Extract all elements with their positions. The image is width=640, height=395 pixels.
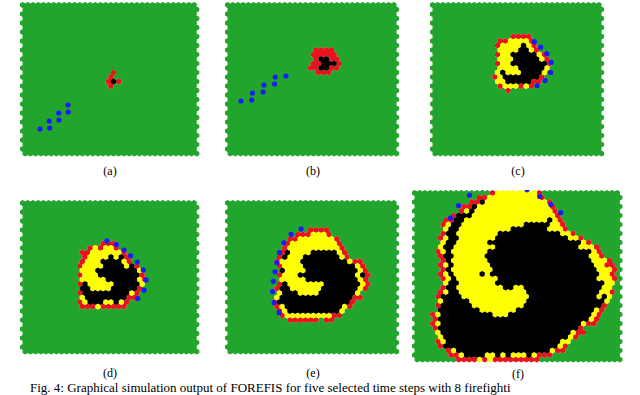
simulation-grid — [20, 2, 200, 158]
firefighter-dot — [544, 51, 549, 56]
simulation-grid — [412, 190, 624, 367]
grid-cells — [435, 190, 614, 363]
firefighter-dot — [104, 238, 109, 243]
firefighter-dot — [277, 250, 282, 255]
firefighter-dot — [538, 45, 543, 50]
firefighter-dot — [271, 279, 276, 284]
firefighter-dot — [121, 248, 126, 253]
firefighter-dot — [128, 253, 133, 258]
firefighter-dot — [289, 232, 294, 237]
panel-label: (a) — [103, 164, 116, 179]
firefighter-dot — [37, 126, 42, 131]
firefighter-dot — [56, 117, 61, 122]
firefighter-dot — [448, 215, 453, 220]
simulation-grid — [225, 2, 401, 158]
firefighter-dot — [135, 296, 140, 301]
firefighter-dot — [467, 193, 472, 198]
firefighter-dot — [47, 125, 52, 130]
grid-cells — [274, 231, 365, 318]
firefighter-dot — [56, 110, 61, 115]
firefighter-dot — [283, 73, 288, 78]
panel-label: (d) — [103, 366, 117, 381]
figure-caption: Fig. 4: Graphical simulation output of F… — [30, 380, 511, 395]
grid-cells — [80, 254, 140, 305]
firefighter-dot — [273, 74, 278, 79]
firefighter-dot — [270, 289, 275, 294]
firefighter-dot — [144, 277, 149, 282]
simulation-grid — [225, 200, 401, 360]
grid-cells — [318, 56, 336, 71]
firefighter-dot — [250, 90, 255, 95]
panel-label: (c) — [511, 164, 524, 179]
grid-cells — [438, 199, 607, 358]
grid-cells — [308, 47, 342, 76]
firefighter-dot — [272, 300, 277, 305]
grid-cells — [77, 240, 147, 309]
grid-cells — [20, 2, 199, 157]
firefighter-dot — [65, 102, 70, 107]
firefighter-dot — [549, 60, 554, 65]
firefighter-dot — [114, 242, 119, 247]
grid-cells — [106, 69, 122, 89]
grid-cells — [500, 42, 547, 84]
firefighter-dot — [456, 203, 461, 208]
firefighter-dot — [277, 310, 282, 315]
grid-cells — [111, 78, 116, 84]
grid-cells — [412, 190, 623, 363]
firefighter-dot — [537, 194, 542, 199]
firefighter-dot — [548, 70, 553, 75]
grid-cells — [225, 2, 399, 157]
grid-cells — [225, 200, 399, 355]
firefighter-dot — [142, 288, 147, 293]
firefighter-dot — [141, 267, 146, 272]
firefighter-dot — [261, 82, 266, 87]
grid-cells — [20, 200, 199, 355]
firefighter-dot — [249, 97, 254, 102]
firefighter-dot — [272, 269, 277, 274]
panel-label: (b) — [306, 164, 320, 179]
firefighter-dot — [47, 118, 52, 123]
panel-label: (f) — [512, 367, 524, 382]
firefighter-dot — [535, 83, 540, 88]
grid-cells — [430, 2, 604, 157]
firefighter-dot — [532, 39, 537, 44]
grid-cells — [430, 190, 617, 363]
firefighter-dot — [543, 78, 548, 83]
firefighter-dot — [135, 259, 140, 264]
grid-cells — [492, 33, 552, 93]
firefighter-dot — [272, 81, 277, 86]
firefighter-dot — [261, 89, 266, 94]
firefighter-dot — [299, 226, 304, 231]
firefighter-dot — [480, 190, 485, 191]
grid-cells — [272, 227, 371, 323]
grid-cells — [80, 245, 145, 310]
grid-cells — [495, 38, 550, 89]
grid-cells — [277, 249, 365, 314]
panel-label: (e) — [306, 366, 319, 381]
simulation-grid — [430, 2, 606, 158]
firefighter-dot — [548, 202, 553, 207]
simulation-grid — [20, 200, 200, 360]
firefighter-dot — [238, 98, 243, 103]
firefighter-dot — [274, 260, 279, 265]
firefighter-dot — [558, 210, 563, 215]
firefighter-dot — [66, 109, 71, 114]
firefighter-dot — [524, 190, 529, 192]
firefighter-dot — [281, 240, 286, 245]
